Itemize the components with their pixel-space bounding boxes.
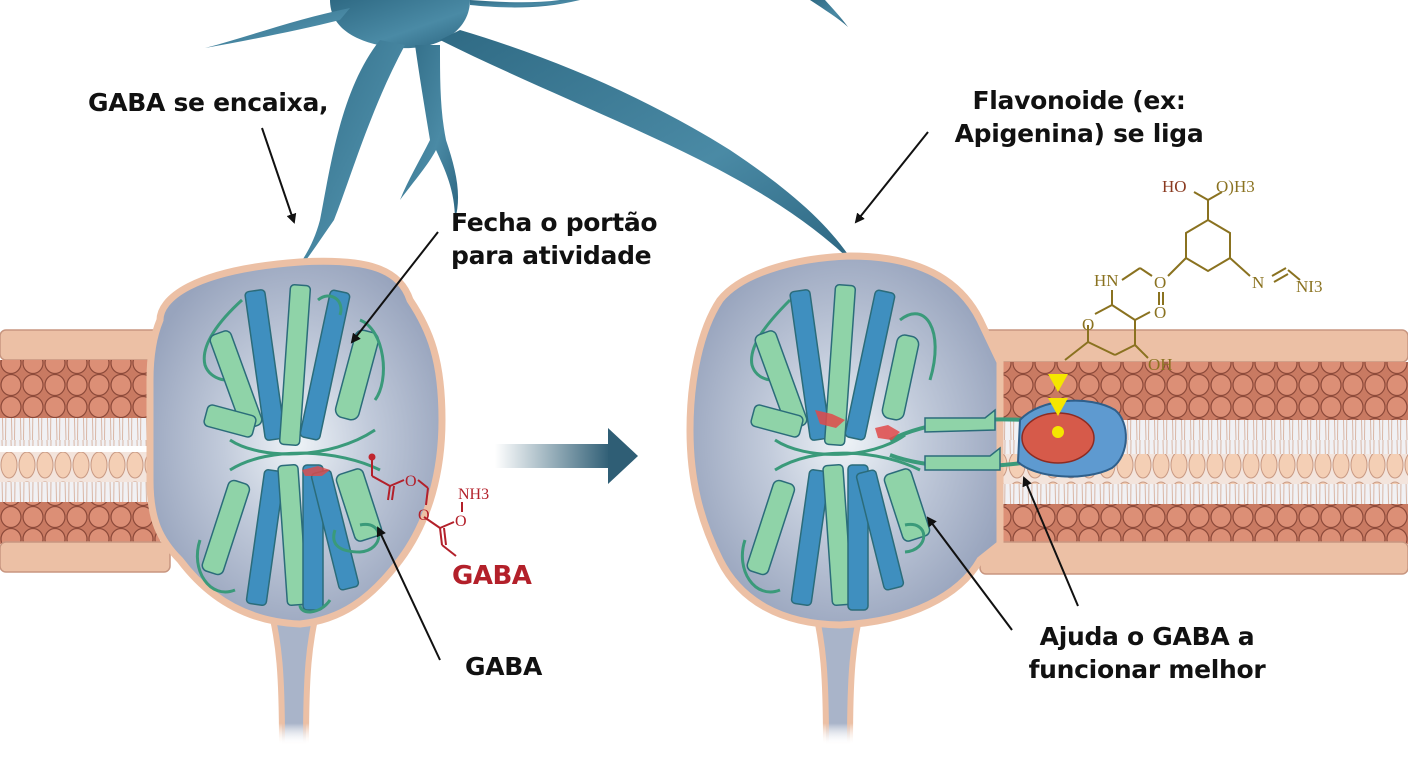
left-cell-stalk — [263, 597, 325, 748]
gaba-molecule — [371, 460, 463, 557]
gaba-atom-labels: O O NH3 O — [405, 473, 489, 530]
neuron-dendrite-left-upper — [205, 8, 350, 48]
arrow-helps-membrane — [1022, 476, 1079, 607]
yellow-arrow-2 — [1048, 398, 1068, 416]
right-cell-stalk — [807, 597, 869, 748]
arrow-gaba-binds — [261, 127, 297, 224]
label-helps-gaba: Ajuda o GABA a funcionar melhor — [1012, 620, 1282, 686]
left-gaba-bound-mark — [302, 453, 376, 476]
atom-ni3: NI3 — [1296, 277, 1322, 296]
left-receptor-protein — [195, 284, 385, 614]
atom-o-carbonyl: O — [1154, 303, 1166, 322]
left-membrane — [0, 329, 171, 573]
label-flavonoid-line1: Flavonoide (ex: — [972, 86, 1186, 115]
label-closes-gate-line2: para atividade — [451, 241, 652, 270]
atom-oh3: O)H3 — [1216, 177, 1255, 196]
neuron-dendrite-fork — [400, 45, 459, 220]
label-gaba-pointer: GABA — [465, 652, 543, 681]
arrow-flavonoid-binds — [854, 131, 929, 224]
gaba-atom-o2: O — [418, 507, 430, 524]
pointer-arrows — [261, 127, 1079, 661]
atom-o-ether: O — [1154, 273, 1166, 292]
transition-arrow[interactable] — [495, 428, 638, 484]
label-helps-line2: funcionar melhor — [1028, 655, 1266, 684]
atom-hn: HN — [1094, 271, 1119, 290]
label-flavonoid-binds: Flavonoide (ex: Apigenina) se liga — [944, 84, 1214, 150]
label-flavonoid-line2: Apigenina) se liga — [954, 119, 1204, 148]
right-receptor-protein — [740, 284, 1031, 611]
arrow-helps-gaba — [926, 516, 1013, 631]
right-gaba-bound-marks — [815, 410, 900, 440]
atom-oh: OH — [1148, 355, 1173, 374]
gaba-atom-nh3: NH3 — [458, 486, 489, 503]
arrow-gaba — [376, 526, 441, 661]
binding-point — [1052, 426, 1064, 438]
yellow-arrow-1 — [1048, 374, 1068, 392]
atom-n: N — [1252, 273, 1264, 292]
neuron-dendrite-right-long — [440, 30, 855, 265]
label-gaba-binds: GABA se encaixa, — [88, 88, 329, 117]
neuron-dendrite-left-down — [290, 40, 405, 280]
flavonoid-molecule — [1064, 191, 1301, 361]
arrow-closes-gate — [350, 231, 439, 344]
label-closes-gate-line1: Fecha o portão — [451, 208, 658, 237]
gaba-atom-o3: O — [455, 513, 467, 530]
label-gaba-molecule: GABA — [452, 561, 532, 591]
atom-ho: HO — [1162, 177, 1187, 196]
label-closes-gate: Fecha o portão para atividade — [451, 206, 658, 272]
label-helps-line1: Ajuda o GABA a — [1039, 622, 1255, 651]
neuron-dendrite-far-right — [810, 0, 848, 27]
flavonoid-atom-labels: HO O)H3 HN O O N NI3 O OH — [1082, 177, 1322, 374]
neuron — [205, 0, 855, 280]
neuron-body — [330, 0, 470, 49]
gaba-atom-o1: O — [405, 473, 417, 490]
neuron-dendrite-top-right — [470, 0, 580, 8]
flavonoid-binding-site — [1016, 374, 1127, 478]
atom-o-ring: O — [1082, 315, 1094, 334]
right-membrane — [979, 329, 1408, 575]
